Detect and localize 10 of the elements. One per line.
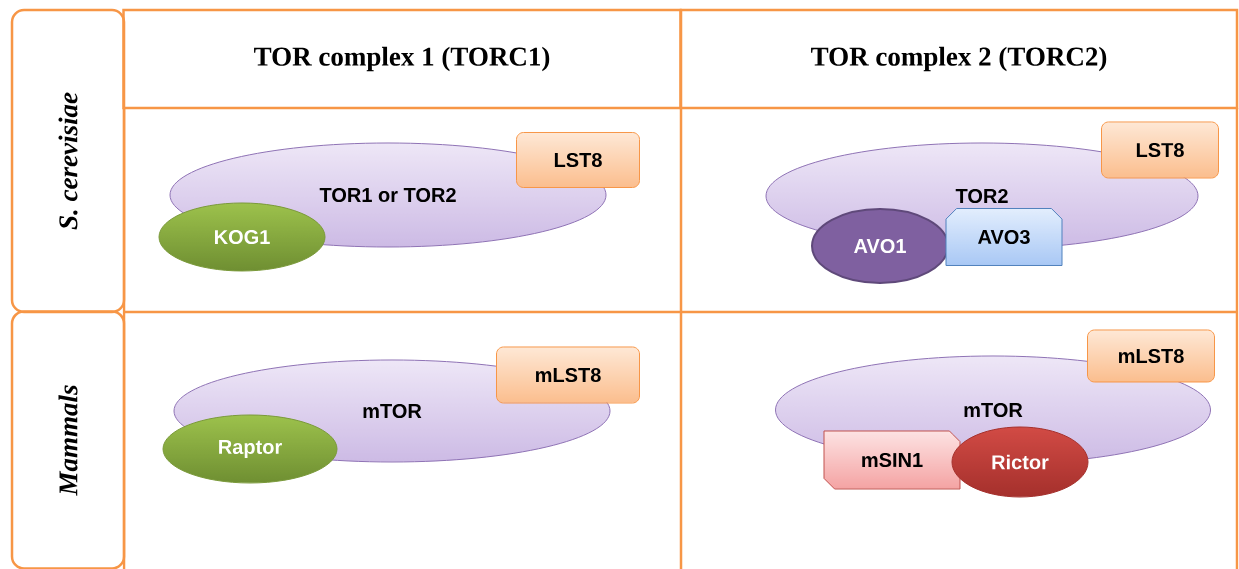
- protein-box: mLST8: [496, 346, 640, 404]
- header-cell: TOR complex 1 (TORC1): [122, 8, 682, 110]
- protein-box: LST8: [516, 132, 640, 188]
- row-header-cell: Mammals: [10, 310, 126, 569]
- row-header-cell: S. cerevisiae: [10, 8, 126, 314]
- protein-box: AVO3: [945, 208, 1063, 266]
- protein-box: mSIN1: [823, 430, 961, 490]
- protein-box: mLST8: [1087, 329, 1215, 383]
- header-cell: TOR complex 2 (TORC2): [679, 8, 1239, 110]
- protein-box: LST8: [1101, 121, 1219, 179]
